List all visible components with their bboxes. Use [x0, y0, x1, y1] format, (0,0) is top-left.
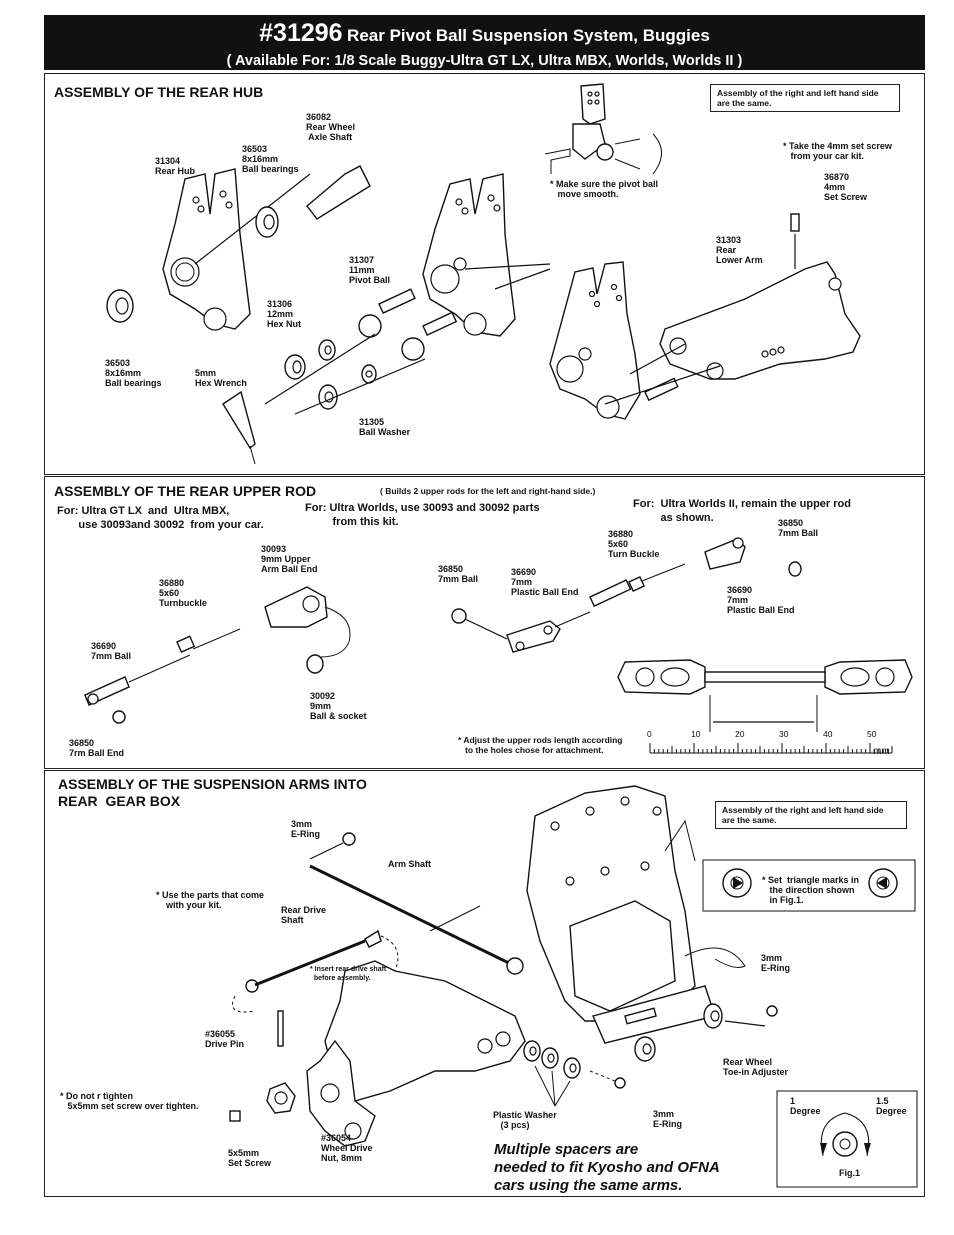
- label-rear-drive-shaft: Rear Drive Shaft: [281, 905, 327, 925]
- label-36082: 36082 Rear Wheel Axle Shaft: [306, 112, 356, 142]
- rod-worlds-ii: [617, 659, 913, 732]
- label-36690-left: 36690 7mm Ball: [91, 641, 132, 661]
- label-toe-in-adjuster: Rear Wheel Toe-in Adjuster: [723, 1057, 788, 1077]
- ruler-tick-label: 20: [735, 729, 745, 739]
- label-31305: 31305 Ball Washer: [359, 417, 411, 437]
- label-31306: 31306 12mm Hex Nut: [267, 299, 302, 329]
- rear-hub-with-lower-arm: [549, 261, 861, 420]
- drive-pin: [277, 1010, 284, 1047]
- upper-rod-title: ASSEMBLY OF THE REAR UPPER ROD: [54, 483, 317, 499]
- label-30093: 30093 9mm Upper Arm Ball End: [261, 544, 318, 574]
- pivot-ball-note: * Make sure the pivot ball move smooth.: [550, 179, 659, 199]
- label-36503-top: 36503 8x16mm Ball bearings: [242, 144, 299, 174]
- label-36850-middle: 36850 7mm Ball: [438, 564, 479, 584]
- rear-hub-section: ASSEMBLY OF THE REAR HUB Assembly of the…: [44, 73, 925, 475]
- suspension-arms-title: ASSEMBLY OF THE SUSPENSION ARMS INTO REA…: [58, 776, 367, 810]
- label-e-ring-bottom: 3mm E-Ring: [653, 1109, 682, 1129]
- rear-drive-shaft: [232, 929, 399, 1013]
- fig-right-degree: 1.5 Degree: [876, 1096, 907, 1116]
- plastic-washers: [523, 1040, 581, 1107]
- degree-dial-icon: [820, 1112, 871, 1157]
- label-36870: 36870 4mm Set Screw: [824, 172, 868, 202]
- spacer-note: Multiple spacers are needed to fit Kyosh…: [494, 1141, 720, 1194]
- page-subtitle: ( Available For: 1/8 Scale Buggy-Ultra G…: [226, 53, 743, 69]
- label-plastic-washer: Plastic Washer (3 pcs): [493, 1110, 557, 1130]
- label-set-screw: 5x5mm Set Screw: [228, 1148, 272, 1168]
- e-ring-top: [342, 832, 356, 846]
- label-30092: 30092 9mm Ball & socket: [310, 691, 367, 721]
- arm-shaft: [309, 864, 516, 968]
- label-e-ring-top: 3mm E-Ring: [291, 819, 320, 839]
- hex-wrench: [222, 390, 256, 465]
- mm-ruler: [649, 743, 893, 754]
- upper-rod-section: ASSEMBLY OF THE REAR UPPER ROD ( Builds …: [44, 476, 925, 769]
- fig-left-degree: 1 Degree: [790, 1096, 821, 1116]
- label-31307: 31307 11mm Pivot Ball: [349, 255, 391, 285]
- set-screw-note: * Take the 4mm set screw from your car k…: [783, 141, 892, 161]
- wheel-nut: [266, 1082, 296, 1114]
- suspension-arms-section: ASSEMBLY OF THE SUSPENSION ARMS INTO REA…: [44, 770, 925, 1197]
- pivot-ball-detail: [544, 83, 662, 175]
- label-36850-left: 36850 7rm Ball End: [69, 738, 125, 758]
- e-ring-bottom: [614, 1077, 626, 1089]
- triangle-mark-icon-right: [868, 868, 898, 898]
- set-screw-4mm: [790, 213, 800, 269]
- label-31304: 31304 Rear Hub: [155, 156, 196, 176]
- page-title: Rear Pivot Ball Suspension System, Buggi…: [347, 26, 710, 45]
- ruler-tick-label: 0: [647, 729, 652, 739]
- arms-note-box: Assembly of the right and left hand side…: [715, 801, 907, 829]
- page-header: #31296 Rear Pivot Ball Suspension System…: [44, 15, 925, 70]
- label-arm-shaft: Arm Shaft: [388, 859, 432, 869]
- rear-hub-part: [162, 168, 251, 331]
- set-screw-5mm: [229, 1110, 241, 1122]
- label-36880-left: 36880 5x60 Turnbuckle: [159, 578, 207, 608]
- label-36850-right: 36850 7mm Ball: [778, 518, 819, 538]
- ruler-tick-label: 30: [779, 729, 789, 739]
- label-31303: 31303 Rear Lower Arm: [716, 235, 763, 265]
- label-36055: #36055 Drive Pin: [205, 1029, 245, 1049]
- ruler-tick-label: 50: [867, 729, 877, 739]
- e-ring-right: [766, 1005, 778, 1017]
- rear-hub-assembled: [422, 173, 516, 337]
- part-number: #31296: [259, 19, 343, 47]
- adjust-note: * Adjust the upper rods length according…: [458, 735, 623, 755]
- pivot-ball-and-nut: [284, 288, 458, 410]
- label-36503-bottom: 36503 8x16mm Ball bearings: [105, 358, 162, 388]
- rod-left-assembly: [84, 586, 351, 724]
- builds-note: ( Builds 2 upper rods for the left and r…: [380, 486, 596, 496]
- ruler-tick-label: 40: [823, 729, 833, 739]
- use-parts-note: * Use the parts that come with your kit.: [156, 890, 265, 910]
- gear-box: [506, 785, 746, 1044]
- suspension-arms-title-text: ASSEMBLY OF THE SUSPENSION ARMS INTO REA…: [58, 776, 367, 809]
- triangle-note: * Set triangle marks in the direction sh…: [762, 875, 860, 905]
- hub-note-box: Assembly of the right and left hand side…: [710, 84, 900, 112]
- label-36690-middle: 36690 7mm Plastic Ball End: [511, 567, 579, 597]
- for-worlds-ii-note: For: Ultra Worlds II, remain the upper r…: [633, 498, 851, 524]
- insert-note: * Insert rear drive shaft before assembl…: [310, 966, 387, 982]
- label-36054: #36054 Wheel Drive Nut, 8mm: [321, 1133, 373, 1163]
- lower-arm: [306, 960, 526, 1147]
- label-e-ring-right: 3mm E-Ring: [761, 953, 790, 973]
- label-36690-right: 36690 7mm Plastic Ball End: [727, 585, 795, 615]
- toe-in-adjuster: [634, 1003, 723, 1062]
- for-worlds-note: For: Ultra Worlds, use 30093 and 30092 p…: [305, 502, 540, 528]
- rear-hub-title: ASSEMBLY OF THE REAR HUB: [54, 84, 264, 100]
- ball-bearing-middle: [255, 206, 279, 238]
- suspension-arms-diagram: [229, 785, 918, 1188]
- rod-middle-assembly: [451, 537, 802, 653]
- upper-rod-diagram: [84, 537, 913, 754]
- for-gt-note: For: Ultra GT LX and Ultra MBX, use 3009…: [57, 505, 264, 531]
- axle-shaft: [306, 165, 371, 220]
- ruler-tick-label: 10: [691, 729, 701, 739]
- no-tighten-note: * Do not r tighten 5x5mm set screw over …: [60, 1091, 199, 1111]
- ball-bearing-left: [106, 289, 134, 323]
- triangle-mark-icon-left: [722, 868, 752, 898]
- rear-hub-diagram: [106, 83, 861, 465]
- ruler-unit: mm: [873, 746, 890, 757]
- label-36880-right: 36880 5x60 Turn Buckle: [608, 529, 660, 559]
- label-hex-wrench: 5mm Hex Wrench: [195, 368, 247, 388]
- fig-caption: Fig.1: [839, 1168, 861, 1178]
